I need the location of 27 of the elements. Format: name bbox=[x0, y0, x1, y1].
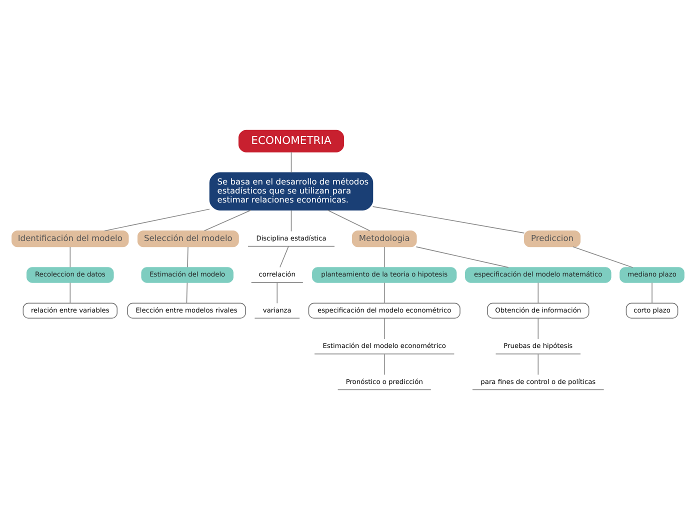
connector bbox=[372, 206, 525, 234]
connector bbox=[204, 210, 252, 232]
connector bbox=[538, 354, 539, 376]
connector bbox=[187, 246, 188, 268]
connector bbox=[276, 282, 278, 304]
node-box: ECONOMETRIA bbox=[238, 130, 344, 152]
connector bbox=[290, 152, 292, 173]
connector bbox=[104, 208, 210, 232]
connector bbox=[538, 282, 539, 304]
node-box: Metodologia bbox=[352, 230, 417, 248]
connector bbox=[416, 246, 509, 268]
node-box: Prediccion bbox=[524, 230, 581, 248]
connector bbox=[384, 246, 385, 268]
connector bbox=[70, 246, 71, 268]
connector bbox=[384, 354, 385, 376]
node-box: Identificación del modelo bbox=[12, 230, 129, 248]
connector bbox=[186, 282, 188, 304]
connector bbox=[327, 210, 370, 232]
connector bbox=[572, 246, 634, 268]
node-box: Selección del modelo bbox=[137, 230, 239, 248]
node-box: Se basa en el desarrollo de métodos estadísticos que se utilizan para estimar relaciones económicas. bbox=[209, 172, 374, 211]
connector bbox=[384, 282, 385, 304]
connector bbox=[70, 282, 71, 304]
connector bbox=[384, 318, 385, 340]
connector bbox=[280, 246, 289, 268]
connector bbox=[290, 210, 292, 232]
connector bbox=[538, 318, 539, 340]
